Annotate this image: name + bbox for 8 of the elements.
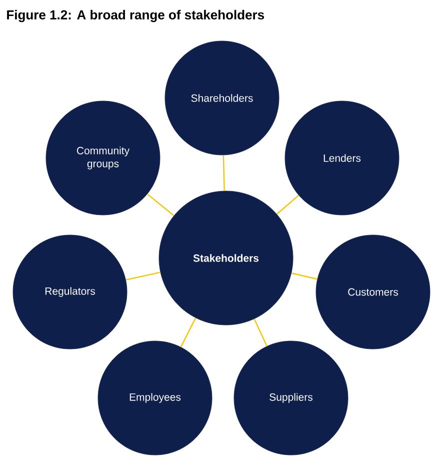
figure-title: Figure 1.2: A broad range of stakeholders [7,10,264,22]
connector-line [180,318,196,348]
connector-line [276,194,300,215]
connector-line [126,272,160,280]
connector-line [222,155,225,191]
connector-line [254,318,268,346]
connector-line [147,194,174,216]
connector-line [291,272,318,280]
